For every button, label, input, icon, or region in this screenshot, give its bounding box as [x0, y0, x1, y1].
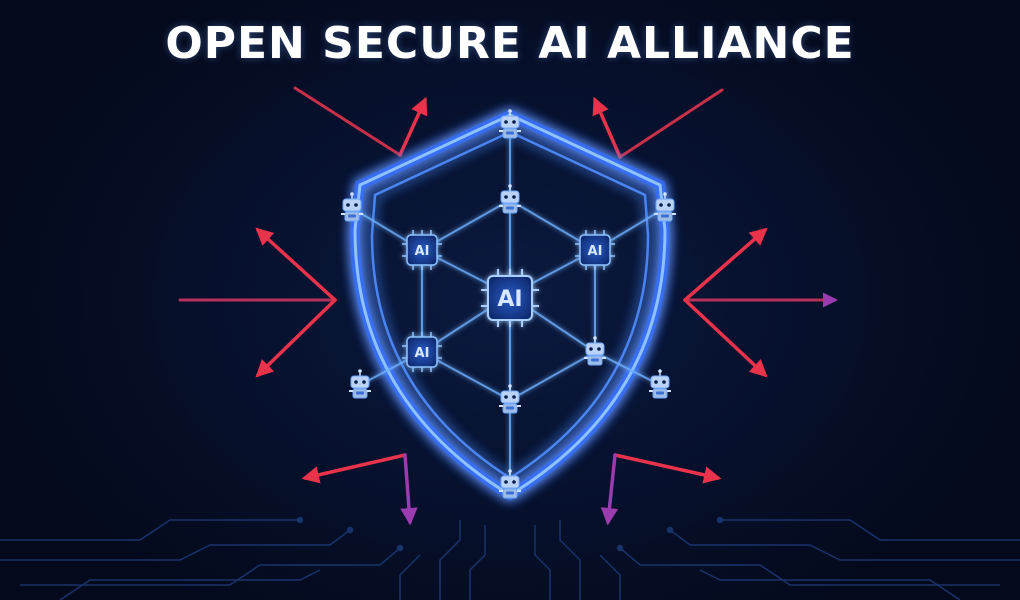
robot-icon	[648, 368, 672, 399]
page-title: OPEN SECURE AI ALLIANCE	[165, 18, 855, 69]
ai-chip-icon: AI	[402, 230, 442, 270]
threat-arrow-icon	[398, 96, 428, 157]
threat-arrow-icon	[255, 227, 337, 302]
ai-chip-label: AI	[497, 287, 522, 312]
threat-arrow-icon	[600, 453, 619, 526]
ai-chip-icon: AI	[481, 269, 539, 327]
threat-arrow-icon	[683, 227, 768, 302]
ai-chip-label: AI	[415, 244, 430, 259]
threat-arrow-icon	[400, 453, 418, 526]
threat-arrow-icon	[618, 88, 724, 159]
threat-arrow-icon	[293, 86, 402, 157]
ai-chips: AI AI AI	[402, 230, 615, 372]
circuit-board-icon	[0, 516, 1020, 600]
ai-chip-label: AI	[415, 346, 430, 361]
ai-chip-icon: AI	[575, 230, 615, 270]
robot-icon	[498, 183, 522, 214]
robot-icon	[498, 383, 522, 414]
ai-chip-icon: AI	[402, 332, 442, 372]
threat-arrow-icon	[255, 298, 337, 378]
threat-arrows	[178, 86, 838, 526]
threat-arrow-icon	[683, 298, 768, 378]
threat-arrow-icon	[592, 96, 622, 159]
ai-chip-label: AI	[588, 244, 603, 259]
threat-arrow-icon	[301, 453, 407, 484]
robot-icon	[348, 368, 372, 399]
threat-arrow-icon	[613, 453, 722, 484]
robot-icon	[583, 335, 607, 366]
